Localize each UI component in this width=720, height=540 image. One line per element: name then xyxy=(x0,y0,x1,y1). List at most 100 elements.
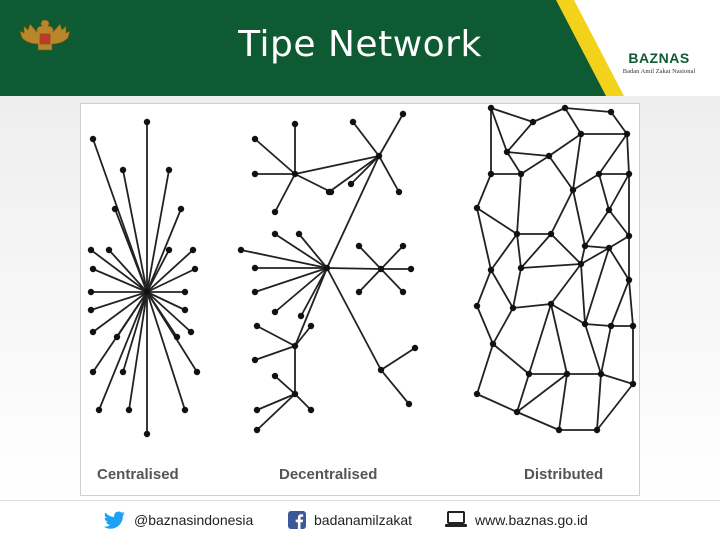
network-node xyxy=(355,242,363,250)
network-edge xyxy=(146,208,182,293)
mesh-edge xyxy=(512,267,522,309)
network-edge xyxy=(128,291,148,411)
mesh-edge xyxy=(532,107,566,123)
network-edge xyxy=(298,233,328,269)
network-edge xyxy=(122,291,148,373)
mesh-edge xyxy=(506,151,522,175)
mesh-node xyxy=(547,230,555,238)
mesh-edge xyxy=(608,209,630,237)
mesh-edge xyxy=(516,173,522,235)
network-edge xyxy=(254,345,296,361)
network-edge xyxy=(146,249,194,293)
network-edge xyxy=(274,267,328,313)
mesh-edge xyxy=(506,121,534,153)
mesh-edge xyxy=(516,233,522,269)
mesh-edge xyxy=(596,373,602,431)
facebook-handle: badanamilzakat xyxy=(314,512,413,528)
network-edge xyxy=(146,268,196,293)
network-node xyxy=(89,368,97,376)
mesh-node xyxy=(517,170,525,178)
mesh-node xyxy=(581,242,589,250)
label-decentralised: Decentralised xyxy=(279,466,378,483)
mesh-edge xyxy=(610,111,628,135)
network-node xyxy=(125,406,133,414)
mesh-edge xyxy=(584,247,610,325)
network-edge xyxy=(380,245,404,270)
mesh-edge xyxy=(550,303,568,375)
mesh-edge xyxy=(580,263,586,325)
hub-node xyxy=(143,288,151,296)
network-node xyxy=(253,406,261,414)
slide-footer: @baznasindonesia badanamilzakat www.bazn… xyxy=(0,500,720,540)
mesh-edge xyxy=(548,133,582,157)
mesh-edge xyxy=(476,393,518,413)
mesh-edge xyxy=(584,245,610,249)
network-node xyxy=(165,166,173,174)
network-node xyxy=(297,312,305,320)
network-edge xyxy=(326,155,380,269)
network-types-figure: Centralised Decentralised Distributed xyxy=(80,103,640,496)
mesh-edge xyxy=(512,303,552,309)
hub-node xyxy=(377,265,385,273)
mesh-node xyxy=(473,302,481,310)
hub-node xyxy=(375,152,383,160)
mesh-edge xyxy=(628,279,634,327)
mesh-edge xyxy=(492,307,514,345)
network-node xyxy=(105,246,113,254)
network-node xyxy=(143,430,151,438)
mesh-edge xyxy=(610,279,630,327)
network-edge xyxy=(122,169,148,293)
mesh-edge xyxy=(584,209,610,247)
network-edge xyxy=(256,393,296,411)
network-edge xyxy=(108,249,148,293)
network-edge xyxy=(256,393,296,431)
network-node xyxy=(405,400,413,408)
mesh-edge xyxy=(520,233,552,269)
network-edge xyxy=(116,291,148,338)
twitter-handle: @baznasindonesia xyxy=(134,512,254,528)
mesh-edge xyxy=(476,207,492,271)
mesh-edge xyxy=(550,303,586,325)
mesh-node xyxy=(569,186,577,194)
network-edge xyxy=(326,267,382,371)
mesh-edge xyxy=(476,269,492,307)
mesh-node xyxy=(509,304,517,312)
network-edge xyxy=(92,268,148,293)
network-node xyxy=(307,322,315,330)
twitter-icon xyxy=(104,511,125,529)
mesh-edge xyxy=(490,233,518,271)
network-node xyxy=(251,135,259,143)
mesh-edge xyxy=(492,343,530,375)
network-diagrams xyxy=(87,104,637,438)
mesh-edge xyxy=(558,373,568,431)
network-edge xyxy=(240,249,328,269)
website-url: www.baznas.go.id xyxy=(475,512,588,528)
footer-website[interactable]: www.baznas.go.id xyxy=(445,510,588,530)
network-node xyxy=(89,135,97,143)
mesh-edge xyxy=(516,373,568,413)
network-node xyxy=(89,328,97,336)
header-banner xyxy=(0,0,720,96)
mesh-node xyxy=(577,260,585,268)
mesh-node xyxy=(561,104,569,112)
slide-title: Tipe Network xyxy=(238,24,482,65)
footer-facebook[interactable]: badanamilzakat xyxy=(288,510,412,530)
network-edge xyxy=(274,233,328,269)
network-node xyxy=(113,333,121,341)
network-node xyxy=(251,288,259,296)
hub-node xyxy=(323,264,331,272)
mesh-edge xyxy=(476,173,492,209)
network-edge xyxy=(98,291,148,411)
mesh-edge xyxy=(572,133,582,191)
network-node xyxy=(295,230,303,238)
network-node xyxy=(349,118,357,126)
network-edge xyxy=(326,267,382,270)
footer-divider xyxy=(0,500,720,501)
label-distributed: Distributed xyxy=(524,466,604,483)
mesh-edge xyxy=(548,155,574,191)
network-node xyxy=(191,265,199,273)
mesh-edge xyxy=(564,107,612,113)
network-edge xyxy=(146,291,186,311)
logo-subtitle: Badan Amil Zakat Nasional xyxy=(622,68,696,75)
footer-twitter[interactable]: @baznasindonesia xyxy=(104,510,253,530)
